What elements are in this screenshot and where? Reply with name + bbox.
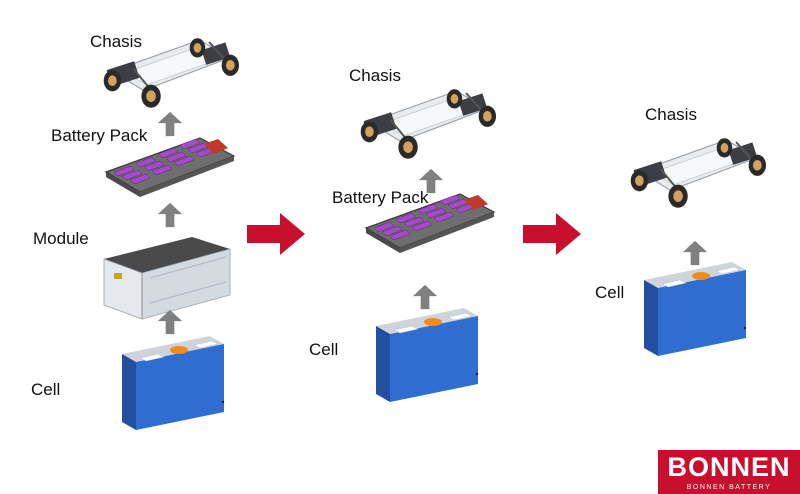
- chassis-label: Chasis: [90, 32, 142, 51]
- chassis-image: [622, 133, 767, 213]
- battery-pack-label: Battery Pack: [51, 126, 148, 145]
- right-arrow-icon: [246, 212, 306, 256]
- chassis-label: Chasis: [349, 66, 401, 85]
- cell-label: Cell: [309, 340, 339, 359]
- cell-image: [372, 304, 482, 404]
- right-arrow-icon: [522, 212, 582, 256]
- module-label: Module: [33, 229, 89, 248]
- up-arrow-icon: [157, 202, 183, 228]
- cell-label: Cell: [595, 283, 625, 302]
- logo-tagline: BONNEN BATTERY: [686, 484, 772, 491]
- cell-label: Cell: [31, 380, 61, 399]
- cell-image: [118, 332, 228, 432]
- battery-pack-label: Battery Pack: [332, 188, 429, 207]
- chassis-label: Chasis: [645, 105, 697, 124]
- logo-brand: BONNEN: [667, 452, 791, 482]
- battery-pack-image: [360, 186, 500, 256]
- cell-image: [640, 258, 750, 358]
- bonnen-logo: BONNEN BONNEN BATTERY: [658, 450, 800, 494]
- chassis-image: [352, 84, 497, 164]
- battery-pack-image: [100, 130, 240, 200]
